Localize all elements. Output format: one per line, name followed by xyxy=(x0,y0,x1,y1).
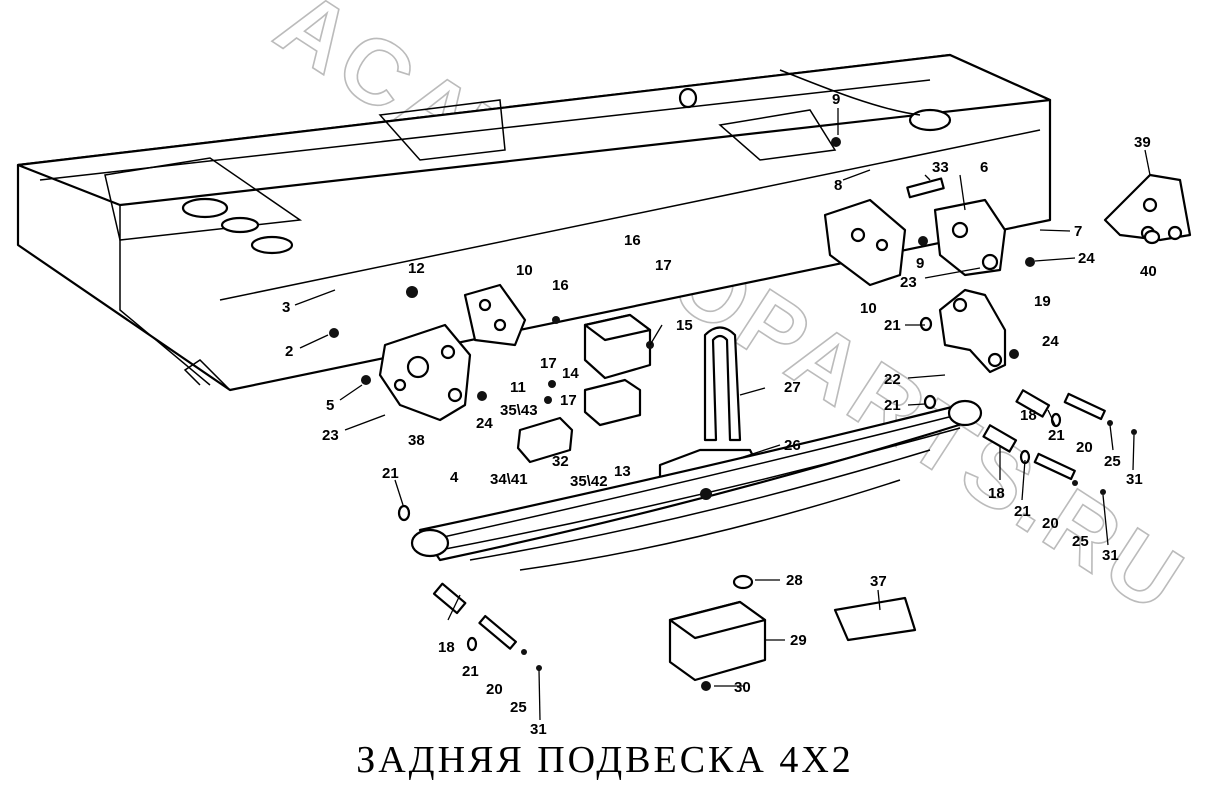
callout-16: 16 xyxy=(552,277,569,294)
callout-10: 10 xyxy=(516,262,533,279)
callout-24: 24 xyxy=(1042,333,1059,350)
shackle-19 xyxy=(938,288,1007,374)
callout-21: 21 xyxy=(1014,503,1031,520)
callout-38: 38 xyxy=(408,432,425,449)
pad-13 xyxy=(583,378,642,427)
callout-28: 28 xyxy=(786,572,803,589)
callout-27: 27 xyxy=(784,379,801,396)
callout-9: 9 xyxy=(916,255,924,272)
callout-12: 12 xyxy=(408,260,425,277)
callout-8: 8 xyxy=(834,177,842,194)
callout-17: 17 xyxy=(655,257,672,274)
callout-14: 14 xyxy=(562,365,579,382)
callout-11: 11 xyxy=(510,379,526,396)
callout-16: 16 xyxy=(624,232,641,249)
callout-35-42: 35\42 xyxy=(570,473,608,490)
callout-21: 21 xyxy=(382,465,399,482)
callout-9: 9 xyxy=(832,91,840,108)
callout-20: 20 xyxy=(1042,515,1059,532)
support-block-29 xyxy=(668,600,767,682)
callout-17: 17 xyxy=(540,355,557,372)
plate-37 xyxy=(833,596,917,642)
callout-3: 3 xyxy=(282,299,290,316)
callout-32: 32 xyxy=(552,453,569,470)
callout-35-43: 35\43 xyxy=(500,402,538,419)
callout-33: 33 xyxy=(932,159,949,176)
callout-15: 15 xyxy=(676,317,693,334)
callout-7: 7 xyxy=(1074,223,1082,240)
callout-29: 29 xyxy=(790,632,807,649)
rear-spring-bracket xyxy=(933,198,1007,277)
callout-17: 17 xyxy=(560,392,577,409)
callout-24: 24 xyxy=(476,415,493,432)
callout-25: 25 xyxy=(510,699,527,716)
callout-34-41: 34\41 xyxy=(490,471,528,488)
bracket-39 xyxy=(1103,173,1192,242)
callout-31: 31 xyxy=(1102,547,1119,564)
callout-31: 31 xyxy=(530,721,547,738)
callout-23: 23 xyxy=(900,274,917,291)
callout-23: 23 xyxy=(322,427,339,444)
callout-6: 6 xyxy=(980,159,988,176)
leader-lines xyxy=(294,108,1151,721)
callout-20: 20 xyxy=(1076,439,1093,456)
callout-21: 21 xyxy=(1048,427,1065,444)
callout-25: 25 xyxy=(1104,453,1121,470)
callout-25: 25 xyxy=(1072,533,1089,550)
callout-18: 18 xyxy=(438,639,455,656)
u-bolt-27 xyxy=(703,326,742,442)
callout-18: 18 xyxy=(1020,407,1037,424)
pad-34-41 xyxy=(516,416,574,464)
callout-labels: 9 8 33 6 39 7 24 9 23 40 16 10 16 17 12 … xyxy=(282,91,1157,738)
callout-18: 18 xyxy=(988,485,1005,502)
callout-5: 5 xyxy=(326,397,334,414)
callout-4: 4 xyxy=(450,469,459,486)
callout-30: 30 xyxy=(734,679,751,696)
callout-21: 21 xyxy=(884,317,901,334)
callout-37: 37 xyxy=(870,573,887,590)
callout-10: 10 xyxy=(860,300,877,317)
front-spring-bracket xyxy=(378,323,472,422)
pins-and-fasteners xyxy=(329,137,1161,691)
nut-28 xyxy=(732,574,754,590)
callout-22: 22 xyxy=(884,371,901,388)
callout-13: 13 xyxy=(614,463,631,480)
front-hanger-bracket xyxy=(463,283,527,347)
leaf-spring-32 xyxy=(410,399,983,571)
rear-hanger-bracket xyxy=(823,198,907,287)
callout-20: 20 xyxy=(486,681,503,698)
callout-39: 39 xyxy=(1134,134,1151,151)
callout-31: 31 xyxy=(1126,471,1143,488)
callout-19: 19 xyxy=(1034,293,1051,310)
callout-40: 40 xyxy=(1140,263,1157,280)
bump-stop-14 xyxy=(583,313,652,380)
callout-26: 26 xyxy=(784,437,801,454)
callout-21: 21 xyxy=(884,397,901,414)
diagram-title: ЗАДНЯЯ ПОДВЕСКА 4Х2 xyxy=(356,739,854,781)
callout-24: 24 xyxy=(1078,250,1095,267)
chassis-frame xyxy=(16,53,1052,392)
callout-2: 2 xyxy=(285,343,293,360)
callout-21: 21 xyxy=(462,663,479,680)
